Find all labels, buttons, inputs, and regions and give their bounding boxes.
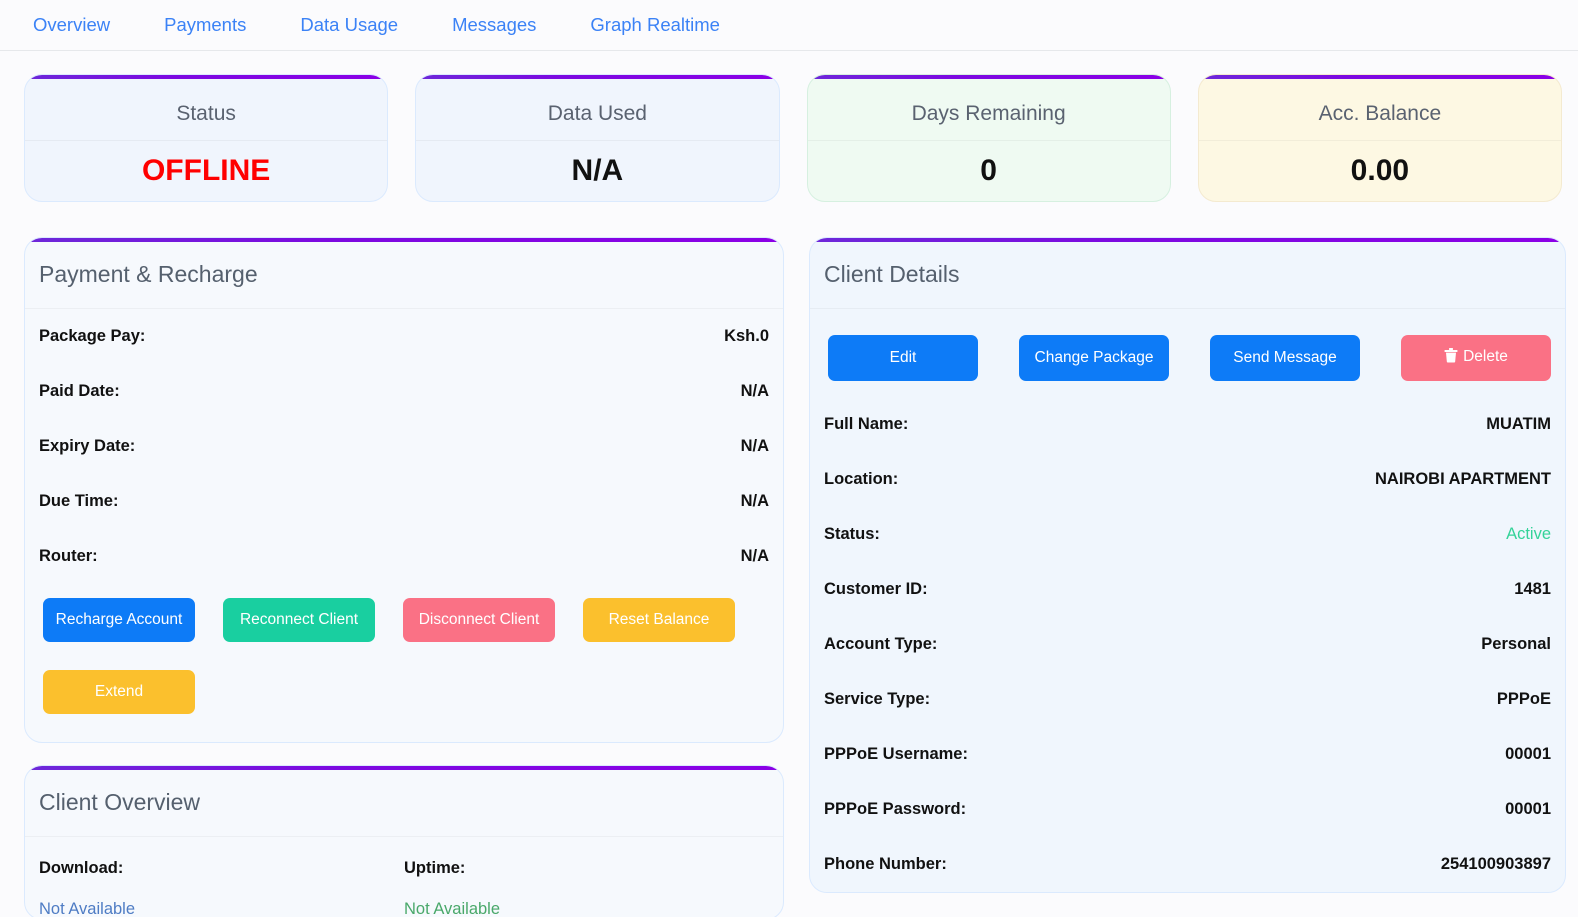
recharge-account-button[interactable]: Recharge Account [43, 598, 195, 642]
uptime-value: Not Available [404, 900, 501, 917]
detail-row-pppoe-username: PPPoE Username: 00001 [824, 727, 1551, 782]
payment-row-router: Router: N/A [39, 529, 769, 584]
send-message-button[interactable]: Send Message [1210, 335, 1360, 381]
stat-card-days-remaining-value: 0 [980, 154, 997, 187]
client-details-title: Client Details [810, 238, 1565, 309]
payment-recharge-title: Payment & Recharge [25, 238, 783, 309]
stat-card-acc-balance-value: 0.00 [1350, 154, 1410, 187]
disconnect-client-button[interactable]: Disconnect Client [403, 598, 555, 642]
delete-button[interactable]: Delete [1401, 335, 1551, 381]
detail-value-customer-id: 1481 [1514, 580, 1551, 598]
payment-label-router: Router: [39, 547, 98, 565]
left-column: Payment & Recharge Package Pay: Ksh.0 Pa… [24, 237, 784, 917]
payment-value-router: N/A [740, 547, 769, 565]
trash-icon [1444, 348, 1458, 368]
top-navigation: Overview Payments Data Usage Messages Gr… [0, 0, 1578, 51]
client-details-actions: Edit Change Package Send Message Delete [824, 309, 1551, 397]
detail-row-customer-id: Customer ID: 1481 [824, 562, 1551, 617]
detail-value-full-name: MUATIM [1486, 415, 1551, 433]
right-column: Client Details Edit Change Package Send … [809, 237, 1566, 893]
status-badge: Active [1506, 525, 1551, 543]
main-content: Payment & Recharge Package Pay: Ksh.0 Pa… [0, 202, 1578, 917]
stat-card-status-value: OFFLINE [141, 154, 271, 187]
nav-tab-messages[interactable]: Messages [452, 14, 537, 35]
stat-card-days-remaining-title: Days Remaining [807, 75, 1170, 141]
detail-label-pppoe-password: PPPoE Password: [824, 800, 967, 818]
payment-row-expiry-date: Expiry Date: N/A [39, 419, 769, 474]
detail-row-full-name: Full Name: MUATIM [824, 397, 1551, 452]
payment-row-paid-date: Paid Date: N/A [39, 364, 769, 419]
payment-label-package-pay: Package Pay: [39, 327, 146, 345]
detail-value-pppoe-password: 00001 [1505, 800, 1551, 818]
detail-row-pppoe-password: PPPoE Password: 00001 [824, 782, 1551, 837]
client-overview-title: Client Overview [25, 766, 783, 837]
client-overview-download-column: Download: Not Available [39, 859, 404, 917]
change-package-button[interactable]: Change Package [1019, 335, 1169, 381]
nav-tab-graph-realtime[interactable]: Graph Realtime [590, 14, 720, 35]
payment-value-paid-date: N/A [740, 382, 769, 400]
nav-tab-overview[interactable]: Overview [33, 14, 111, 35]
stat-card-data-used-title: Data Used [416, 75, 779, 141]
stat-cards-row: Status OFFLINE Data Used N/A Days Remain… [0, 51, 1578, 202]
payment-value-expiry-date: N/A [740, 437, 769, 455]
detail-row-phone-number: Phone Number: 254100903897 [824, 837, 1551, 892]
detail-label-pppoe-username: PPPoE Username: [824, 745, 968, 763]
nav-tab-data-usage[interactable]: Data Usage [300, 14, 399, 35]
detail-label-customer-id: Customer ID: [824, 580, 928, 598]
detail-row-status: Status: Active [824, 507, 1551, 562]
detail-label-service-type: Service Type: [824, 690, 931, 708]
detail-value-pppoe-username: 00001 [1505, 745, 1551, 763]
payment-label-paid-date: Paid Date: [39, 382, 120, 400]
detail-row-location: Location: NAIROBI APARTMENT [824, 452, 1551, 507]
stat-card-data-used-value: N/A [571, 154, 624, 187]
download-label: Download: [39, 859, 124, 877]
payment-label-due-time: Due Time: [39, 492, 119, 510]
payment-value-package-pay: Ksh.0 [724, 327, 769, 345]
payment-actions: Recharge Account Reconnect Client Discon… [39, 584, 769, 742]
client-overview-grid: Download: Not Available Uptime: Not Avai… [39, 837, 769, 917]
stat-card-acc-balance: Acc. Balance 0.00 [1197, 74, 1562, 202]
nav-tab-payments[interactable]: Payments [164, 14, 247, 35]
delete-button-label: Delete [1463, 348, 1508, 365]
detail-label-full-name: Full Name: [824, 415, 909, 433]
edit-button[interactable]: Edit [828, 335, 978, 381]
payment-value-due-time: N/A [740, 492, 769, 510]
payment-row-due-time: Due Time: N/A [39, 474, 769, 529]
detail-label-location: Location: [824, 470, 899, 488]
stat-card-status: Status OFFLINE [24, 74, 389, 202]
reset-balance-button[interactable]: Reset Balance [583, 598, 735, 642]
detail-label-status: Status: [824, 525, 880, 543]
detail-value-location: NAIROBI APARTMENT [1375, 470, 1551, 488]
payment-label-expiry-date: Expiry Date: [39, 437, 136, 455]
detail-value-phone-number: 254100903897 [1440, 855, 1551, 873]
download-value: Not Available [39, 900, 136, 917]
reconnect-client-button[interactable]: Reconnect Client [223, 598, 375, 642]
stat-card-status-title: Status [25, 75, 388, 141]
extend-button[interactable]: Extend [43, 670, 195, 714]
detail-value-account-type: Personal [1481, 635, 1551, 653]
stat-card-acc-balance-title: Acc. Balance [1198, 75, 1561, 141]
detail-value-service-type: PPPoE [1496, 690, 1551, 708]
detail-row-service-type: Service Type: PPPoE [824, 672, 1551, 727]
detail-label-phone-number: Phone Number: [824, 855, 947, 873]
detail-label-account-type: Account Type: [824, 635, 938, 653]
payment-row-package-pay: Package Pay: Ksh.0 [39, 309, 769, 364]
payment-recharge-panel: Payment & Recharge Package Pay: Ksh.0 Pa… [24, 237, 784, 743]
client-details-panel: Client Details Edit Change Package Send … [809, 237, 1566, 893]
detail-row-account-type: Account Type: Personal [824, 617, 1551, 672]
client-overview-uptime-column: Uptime: Not Available [404, 859, 769, 917]
stat-card-data-used: Data Used N/A [415, 74, 780, 202]
client-overview-panel: Client Overview Download: Not Available … [24, 765, 784, 917]
uptime-label: Uptime: [404, 859, 466, 877]
stat-card-days-remaining: Days Remaining 0 [806, 74, 1171, 202]
